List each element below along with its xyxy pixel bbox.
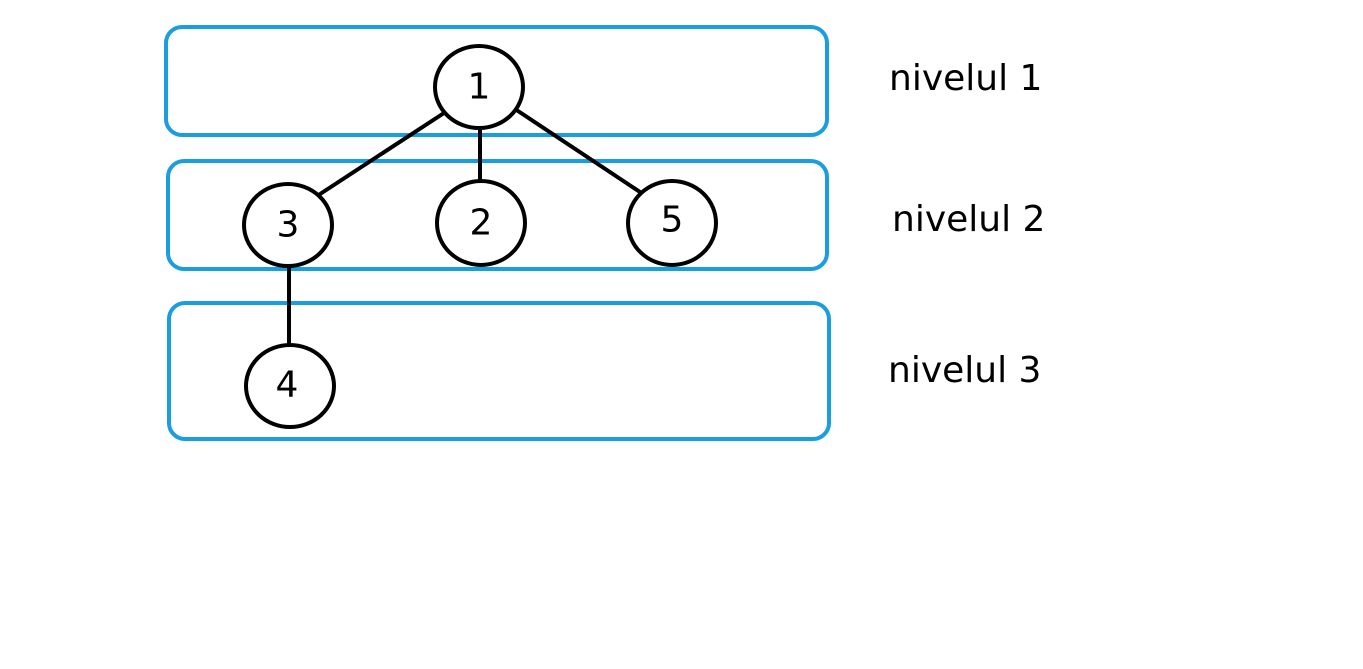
node-2: 2 bbox=[435, 179, 527, 267]
node-5: 5 bbox=[626, 179, 718, 267]
edge-1-5 bbox=[513, 107, 645, 196]
node-1: 1 bbox=[433, 44, 525, 130]
node-2-label: 2 bbox=[470, 203, 493, 244]
node-3-label: 3 bbox=[277, 205, 300, 246]
level-label-3: nivelul 3 bbox=[888, 350, 1041, 391]
level-box-3 bbox=[167, 301, 831, 441]
node-3: 3 bbox=[242, 182, 334, 268]
level-label-2: nivelul 2 bbox=[892, 199, 1045, 240]
edge-1-3 bbox=[312, 111, 446, 200]
level-label-1: nivelul 1 bbox=[889, 58, 1042, 99]
level-box-2 bbox=[166, 159, 829, 271]
node-4-label: 4 bbox=[276, 365, 299, 406]
node-1-label: 1 bbox=[468, 67, 491, 108]
level-box-1 bbox=[164, 25, 829, 137]
node-5-label: 5 bbox=[661, 200, 684, 241]
node-4: 4 bbox=[244, 343, 336, 429]
